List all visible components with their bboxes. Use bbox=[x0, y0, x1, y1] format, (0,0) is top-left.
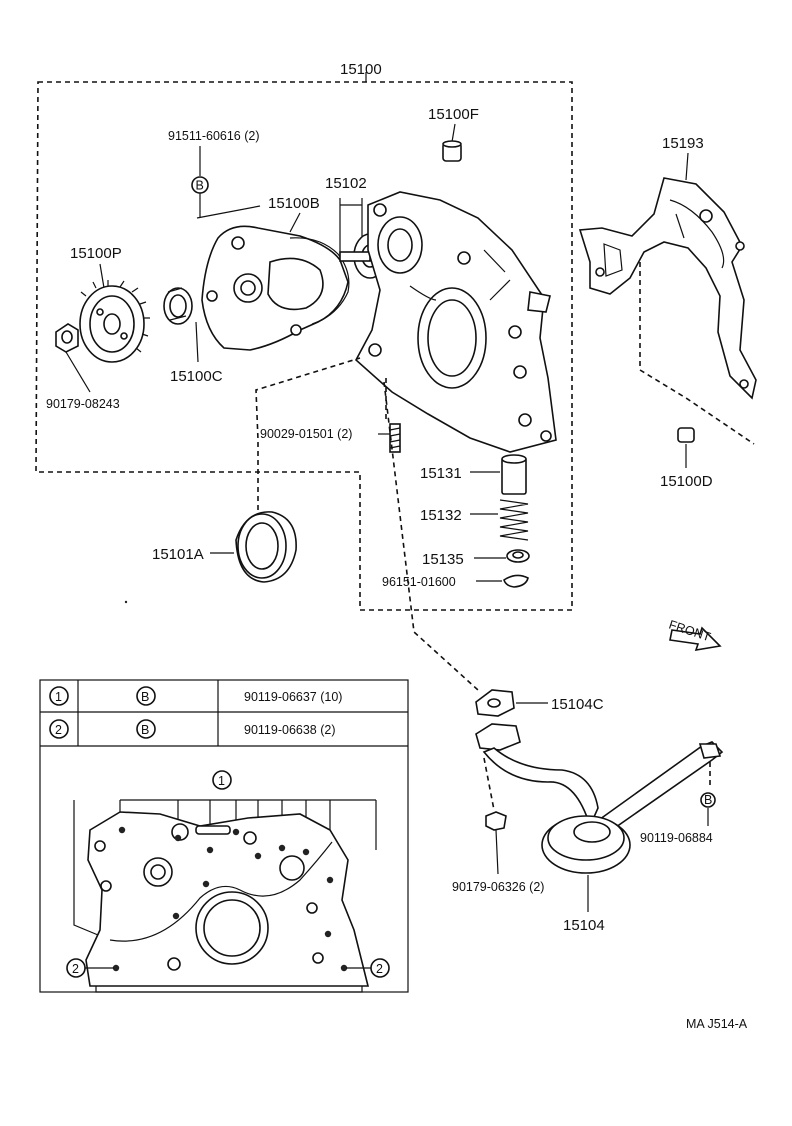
leader-15100P bbox=[99, 263, 105, 289]
table-row-1: 1 B 90119-06637 (10) bbox=[49, 686, 342, 706]
leader-15100C bbox=[195, 321, 199, 363]
leader-15102 bbox=[339, 198, 363, 260]
projection-90179-06326 bbox=[483, 757, 495, 811]
seal-15100C bbox=[163, 287, 193, 325]
projection-15193 bbox=[639, 262, 755, 445]
callout-15132: 15132 bbox=[420, 507, 462, 524]
callout-96151-01600: 96151-01600 bbox=[382, 575, 456, 589]
bolt-location-inset: 1 2 2 bbox=[66, 770, 390, 993]
pump-body-15100B bbox=[201, 225, 349, 351]
callout-15102: 15102 bbox=[325, 175, 367, 192]
oil-seal-15101A bbox=[235, 511, 297, 583]
row-key-2: 2 bbox=[55, 723, 62, 737]
callout-15135: 15135 bbox=[422, 551, 464, 568]
leader-15193 bbox=[685, 152, 689, 181]
leader-15100F bbox=[451, 123, 456, 143]
speck bbox=[124, 600, 128, 604]
row-key-1: 1 bbox=[55, 690, 62, 704]
inset-marker-left: 2 bbox=[72, 962, 79, 976]
gasket-15100B bbox=[289, 237, 350, 325]
row-key-1-icon bbox=[49, 686, 69, 706]
dowel-15100D bbox=[677, 427, 695, 443]
callout-15104: 15104 bbox=[563, 917, 605, 934]
callout-91511-60616: 91511-60616 (2) bbox=[168, 129, 260, 143]
nut-90179-06326 bbox=[485, 811, 507, 831]
callout-15100: 15100 bbox=[340, 61, 382, 78]
bolt-marker-B-icon bbox=[136, 719, 156, 739]
inset-marker-right: 2 bbox=[376, 962, 383, 976]
leader-91511-bracket bbox=[196, 205, 261, 219]
row-marker-2: B bbox=[141, 723, 149, 737]
callout-15100P: 15100P bbox=[70, 245, 122, 262]
snap-ring-96151 bbox=[503, 574, 529, 588]
leader-15100B bbox=[289, 212, 301, 233]
row-marker-1: B bbox=[141, 690, 149, 704]
relief-valve-15131 bbox=[501, 454, 527, 495]
callout-90179-06326: 90179-06326 (2) bbox=[452, 880, 544, 894]
table-row-2: 2 B 90119-06638 (2) bbox=[49, 719, 336, 739]
row-part-1: 90119-06637 (10) bbox=[244, 690, 342, 704]
oil-pump-housing bbox=[354, 191, 557, 453]
bolt-marker-B-icon: B bbox=[191, 176, 209, 194]
projection-15101A bbox=[255, 357, 361, 510]
bolt-table: 1 B 90119-06637 (10) 2 B 90119-06638 (2) bbox=[39, 679, 409, 993]
callout-90179-08243: 90179-08243 bbox=[46, 397, 120, 411]
callout-15104C: 15104C bbox=[551, 696, 604, 713]
assembly-15100-boundary bbox=[35, 81, 573, 611]
projection-15104C bbox=[383, 381, 479, 691]
plug-15100F bbox=[442, 140, 462, 162]
inset-marker-top: 1 bbox=[218, 774, 225, 788]
bolt-marker-B-icon bbox=[136, 686, 156, 706]
bolt-marker-B-icon: B bbox=[700, 792, 716, 808]
leader-90179-08243 bbox=[65, 351, 91, 393]
callout-90029-01501: 90029-01501 (2) bbox=[260, 427, 352, 441]
nut-90179-08243 bbox=[55, 323, 79, 353]
callout-90119-06884: 90119-06884 bbox=[640, 831, 713, 845]
drawing-code: MA J514-A bbox=[686, 1017, 748, 1031]
callout-15193: 15193 bbox=[662, 135, 704, 152]
callout-15100C: 15100C bbox=[170, 368, 223, 385]
callout-15100D: 15100D bbox=[660, 473, 713, 490]
spring-15132 bbox=[499, 499, 529, 541]
plug-15135 bbox=[506, 549, 530, 563]
row-key-2-icon bbox=[49, 719, 69, 739]
front-arrow-icon bbox=[669, 626, 722, 652]
gear-15100P bbox=[79, 280, 150, 363]
callout-15101A: 15101A bbox=[152, 546, 204, 563]
leader-90179-06326 bbox=[495, 829, 499, 875]
gasket-15104C bbox=[475, 689, 515, 717]
oil-strainer-15104 bbox=[475, 723, 724, 874]
callout-15100B: 15100B bbox=[268, 195, 320, 212]
callout-15131: 15131 bbox=[420, 465, 462, 482]
svg-text:B: B bbox=[196, 179, 204, 193]
svg-text:B: B bbox=[704, 793, 712, 807]
callout-15100F: 15100F bbox=[428, 106, 479, 123]
gasket-15193 bbox=[578, 177, 757, 400]
row-part-2: 90119-06638 (2) bbox=[244, 723, 336, 737]
